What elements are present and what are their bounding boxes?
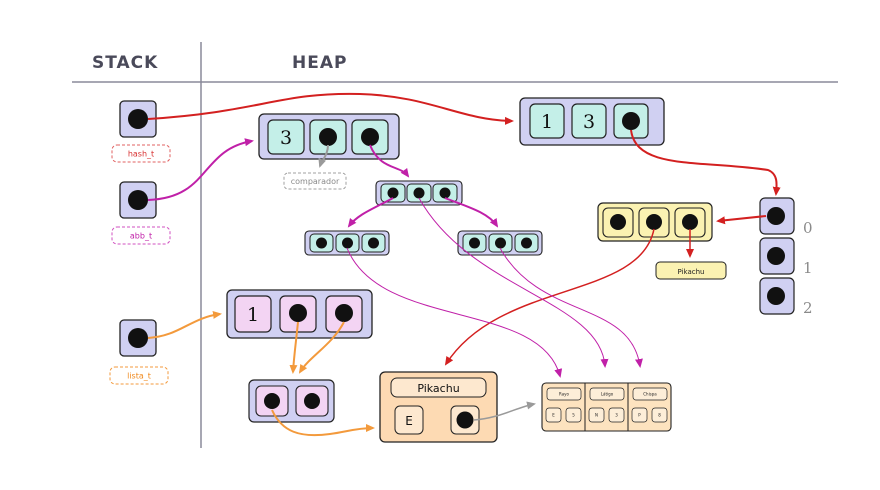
arrow-hash-table (630, 129, 781, 196)
pointer-dot (128, 109, 148, 129)
lista-count: 1 (247, 304, 259, 326)
pointer-dot (128, 190, 148, 210)
abb-count: 3 (280, 127, 292, 149)
ataque-1-power: 3 (615, 413, 618, 418)
abb-node-root (375, 180, 463, 206)
arrow-lista-pointer (147, 310, 222, 339)
arrow-bucket-node (716, 215, 767, 225)
pointer-dot (128, 328, 148, 348)
comparador-label: comparador (291, 177, 340, 186)
hash-index-1: 1 (803, 259, 813, 277)
hash-label: hash_t (128, 150, 154, 159)
hash-node (597, 202, 713, 242)
abb-label: abb_t (130, 232, 152, 241)
arrow-hash-pointer (147, 92, 514, 125)
hash-index-0: 0 (803, 219, 813, 237)
arrow-abb-pointer (147, 138, 254, 201)
arrow-abb-root (369, 144, 410, 178)
lista-label: lista_t (127, 372, 151, 381)
stack-var-lista: lista_t (109, 319, 169, 385)
ataque-0-name: Rayo (559, 392, 570, 397)
ataque-1-type: N (595, 413, 598, 418)
arrow-root-value (418, 197, 609, 368)
arrow-root-left (347, 197, 394, 228)
pointer-dot (622, 112, 640, 130)
ataque-2-name: Chispa (643, 392, 657, 397)
hash-table-array: 0 1 2 (759, 197, 813, 317)
hash-capacity: 3 (583, 111, 595, 133)
stack-header: STACK (92, 53, 158, 73)
abb-node-right (457, 230, 543, 256)
abb-node-left (304, 230, 390, 256)
hash-index-2: 2 (803, 299, 813, 317)
lista-struct: 1 (226, 289, 373, 339)
abb-struct: 3 (258, 113, 400, 160)
stack-var-hash: hash_t (111, 100, 171, 163)
ataque-1-name: Látigo (601, 392, 614, 397)
heap-header: HEAP (292, 53, 347, 73)
arrow-lista-first (289, 321, 299, 374)
arrow-right-value (499, 247, 643, 368)
lista-node (248, 379, 335, 423)
arrow-node-value (444, 228, 655, 366)
ataque-0-type: E (552, 413, 555, 418)
ataques-array: Rayo E 5 Látigo N 3 Chispa P 8 (541, 382, 672, 432)
arrow-pokemon-ataques (473, 401, 536, 421)
hash-struct: 1 3 (519, 97, 665, 146)
hash-key-label: Pikachu (678, 268, 705, 276)
pokemon-name: Pikachu (417, 382, 459, 395)
arrow-comparador (318, 144, 329, 168)
arrow-root-right (444, 197, 499, 228)
arrow-lista-value (271, 409, 375, 437)
pokemon-type: E (405, 414, 413, 428)
comparador-tag: comparador (283, 172, 347, 190)
hash-count: 1 (541, 111, 553, 133)
hash-key-box: Pikachu (655, 261, 727, 280)
arrow-lista-last (298, 321, 345, 374)
ataque-2-power: 8 (658, 413, 661, 418)
arrow-left-value (346, 247, 563, 378)
ataque-2-type: P (638, 413, 641, 418)
stack-var-abb: abb_t (111, 181, 171, 245)
pokemon-struct: Pikachu E (379, 371, 498, 443)
ataque-0-power: 5 (572, 413, 575, 418)
